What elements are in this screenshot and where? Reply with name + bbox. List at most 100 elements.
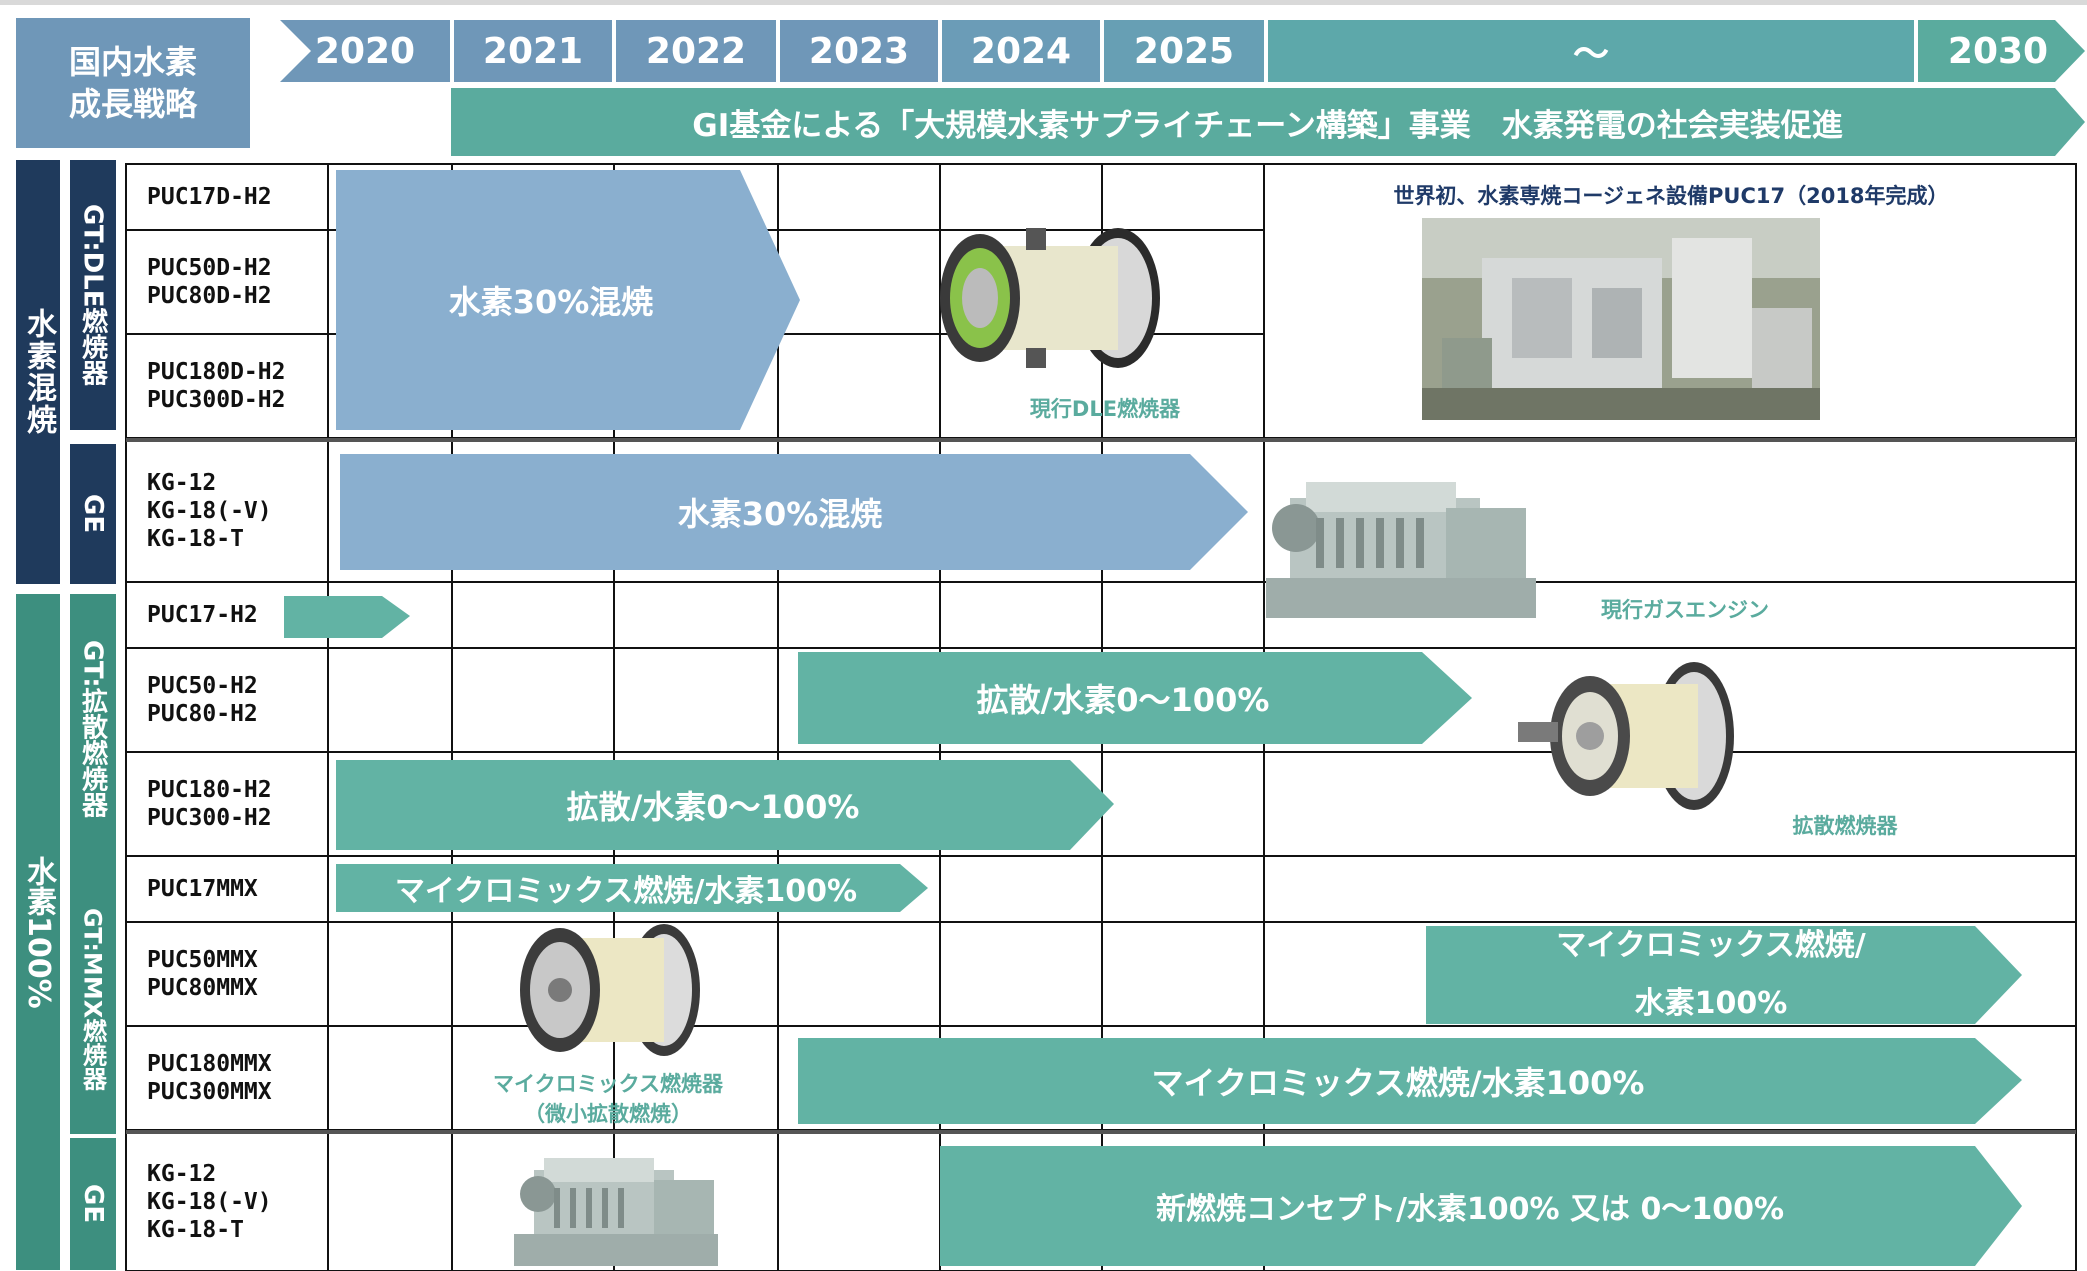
year-2022-box xyxy=(616,20,776,82)
model-name: PUC17MMX xyxy=(147,876,258,902)
model-name: KG-12 xyxy=(147,470,217,496)
arrow-puc50-mmx-line1: マイクロミックス燃焼/ xyxy=(1556,928,1866,963)
arrow-puc50-mmx xyxy=(1426,926,2022,1024)
arrow-puc180-mmx xyxy=(798,1038,2022,1124)
model-name: PUC180D-H2 xyxy=(147,359,286,385)
year-2024: 2024 xyxy=(970,30,1072,72)
arrow-dle-cofire-label: 水素30%混焼 xyxy=(448,283,654,321)
group-h2-100-label: 水素100% xyxy=(21,855,56,1009)
cogeneration-plant-photo xyxy=(1422,218,1820,420)
strategy-label: 国内水素成長戦略 xyxy=(16,18,250,148)
year-2025-box xyxy=(1104,20,1264,82)
year-2024-box xyxy=(942,20,1100,82)
dle-combustor-image xyxy=(940,228,1160,368)
group-co-firing-label: 水素混焼 xyxy=(21,308,56,436)
micromix-combustor-image xyxy=(520,924,700,1056)
model-name: PUC17-H2 xyxy=(147,602,258,628)
strategy-line1: 国内水素 xyxy=(68,43,197,81)
model-name: PUC17D-H2 xyxy=(147,184,272,210)
year-tilde-box xyxy=(1268,20,1914,82)
banner-arrow xyxy=(451,88,2085,156)
group-h2-100: 水素100% xyxy=(16,594,60,1270)
gas-engine-small-image xyxy=(514,1158,718,1266)
model-row-8: PUC17MMX xyxy=(147,856,327,922)
arrow-puc180-diffusion-label: 拡散/水素0～100% xyxy=(566,788,860,826)
caption-diffusion-combustor: 拡散燃焼器 xyxy=(1792,814,1898,838)
arrow-puc50-mmx-label: マイクロミックス燃焼/ 水素100% xyxy=(1426,926,1996,1024)
model-name: KG-18(-V) xyxy=(147,498,272,524)
timeline-shapes xyxy=(280,20,2085,156)
arrow-ge-new-concept-label: 新燃焼コンセプト/水素100% 又は 0～100% xyxy=(1155,1192,1785,1227)
arrow-puc50-mmx-line2: 水素100% xyxy=(1634,986,1788,1021)
subgroup-gt-mmx-label: GT:MMX燃焼器 xyxy=(78,907,107,1091)
arrow-ge-cofire-label: 水素30%混焼 xyxy=(677,495,883,533)
year-2020: 2020 xyxy=(314,30,416,72)
arrow-puc50-diffusion xyxy=(798,652,1472,744)
model-name: KG-18-T xyxy=(147,1216,244,1243)
year-2021: 2021 xyxy=(482,30,584,72)
arrow-puc50-diffusion-label: 拡散/水素0～100% xyxy=(976,681,1270,719)
year-2022: 2022 xyxy=(645,30,747,72)
model-row-1: PUC17D-H2 xyxy=(147,164,327,230)
model-name: KG-18-T xyxy=(147,526,244,552)
year-tilde: ～ xyxy=(1572,34,1609,75)
caption-micromix-combustor: マイクロミックス燃焼器 （微小拡散燃焼） xyxy=(458,1068,758,1128)
arrow-puc180-diffusion xyxy=(336,760,1114,850)
year-2023-box xyxy=(780,20,938,82)
subgroup-gt-mmx: GT:MMX燃焼器 xyxy=(70,864,116,1134)
model-name: PUC80D-H2 xyxy=(147,283,272,309)
arrow-puc17-mmx xyxy=(336,864,928,912)
year-2030-chevron xyxy=(1918,20,2085,82)
year-2023: 2023 xyxy=(808,30,910,72)
subgroup-gt-diffusion-label: GT:拡散燃焼器 xyxy=(77,640,108,818)
year-2030: 2030 xyxy=(1947,30,2049,72)
model-name: PUC50-H2 xyxy=(147,673,258,699)
strategy-line2: 成長戦略 xyxy=(68,85,197,123)
arrow-ge-cofire xyxy=(340,454,1248,570)
caption-world-first: 世界初、水素専焼コージェネ設備PUC17（2018年完成） xyxy=(1393,184,1949,208)
model-name: PUC80-H2 xyxy=(147,701,258,727)
model-row-5: PUC17-H2 xyxy=(147,582,327,648)
diffusion-combustor-image xyxy=(1518,662,1734,810)
model-name: PUC180-H2 xyxy=(147,777,272,803)
gas-engine-image xyxy=(1266,482,1536,618)
top-divider xyxy=(0,0,2087,5)
model-name: KG-18(-V) xyxy=(147,1188,272,1215)
caption-micromix-line2: （微小拡散燃焼） xyxy=(524,1102,692,1126)
gi-fund-banner: GI基金による「大規模水素サプライチェーン構築」事業 水素発電の社会実装促進 xyxy=(692,107,1843,144)
model-name: PUC50MMX xyxy=(147,947,258,973)
subgroup-gt-dle: GT:DLE燃焼器 xyxy=(70,160,116,430)
model-name: PUC180MMX xyxy=(147,1051,272,1077)
subgroup-ge-1: GE xyxy=(70,444,116,584)
subgroup-ge-1-label: GE xyxy=(78,494,108,534)
arrow-ge-new-concept xyxy=(940,1146,2022,1266)
arrow-puc180-mmx-label: マイクロミックス燃焼/水素100% xyxy=(1151,1064,1645,1102)
caption-micromix-line1: マイクロミックス燃焼器 xyxy=(493,1072,723,1096)
model-name: PUC300MMX xyxy=(147,1079,272,1105)
year-2021-box xyxy=(454,20,612,82)
subgroup-ge-2-label: GE xyxy=(78,1184,108,1224)
arrow-puc17-mmx-label: マイクロミックス燃焼/水素100% xyxy=(394,874,858,909)
model-name: PUC300-H2 xyxy=(147,805,272,831)
arrow-puc17-h2 xyxy=(284,596,410,638)
model-name: PUC300D-H2 xyxy=(147,387,286,413)
subgroup-gt-diffusion: GT:拡散燃焼器 xyxy=(70,594,116,864)
model-name: KG-12 xyxy=(147,1160,217,1187)
arrow-dle-cofire xyxy=(336,170,800,430)
year-2025: 2025 xyxy=(1133,30,1235,72)
group-co-firing: 水素混焼 xyxy=(16,160,60,584)
caption-current-engine: 現行ガスエンジン xyxy=(1601,598,1769,622)
subgroup-ge-2: GE xyxy=(70,1138,116,1270)
subgroup-gt-dle-label: GT:DLE燃焼器 xyxy=(77,204,108,386)
model-name: PUC80MMX xyxy=(147,975,258,1001)
year-2020-chevron xyxy=(280,20,450,82)
